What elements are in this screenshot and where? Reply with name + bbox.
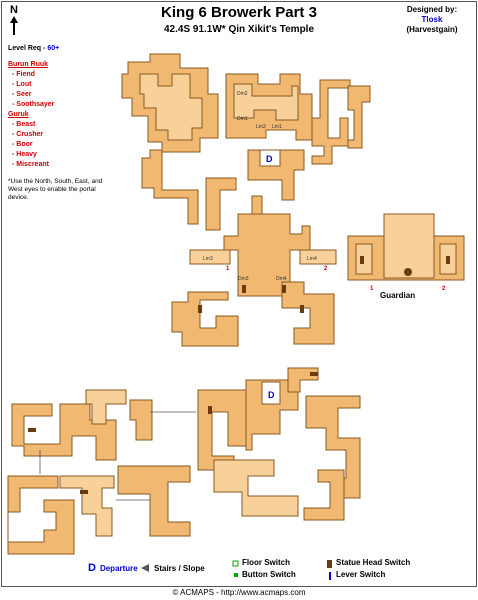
stairs-icon (141, 564, 149, 572)
departure-label: Departure (99, 563, 138, 573)
level-label: Level Req - (8, 45, 46, 52)
lower-southwest-inner (59, 475, 115, 537)
stairs-label: Stairs / Slope (154, 564, 205, 573)
central-hub (223, 213, 311, 297)
map-legend: D Departure Stairs / Slope Floor Switch … (0, 556, 478, 586)
upper-level (121, 53, 465, 347)
lower-south-chamber (117, 465, 191, 537)
legend-departure: D Departure (88, 562, 138, 574)
lower-right-room (281, 281, 335, 345)
map-label-dm2: Dm2 (237, 91, 248, 97)
hub-north-passage (251, 195, 263, 215)
guardian-number-2: 2 (442, 286, 446, 292)
lever-switch-label: Lever Switch (336, 570, 386, 579)
button-switch-icon (234, 573, 238, 577)
map-number-1: 1 (226, 266, 230, 272)
lower-southwest-chamber (7, 475, 75, 555)
copyright-footer: © ACMAPS - http://www.acmaps.com (172, 588, 306, 597)
legend-stairs: Stairs / Slope (154, 564, 205, 573)
legend-floor-switch: Floor Switch (242, 558, 290, 567)
guardian-statue-icon (404, 268, 412, 276)
lower-central-west (197, 389, 249, 471)
guardian-number-1: 1 (370, 286, 374, 292)
map-title: King 6 Browerk Part 3 (161, 4, 317, 21)
map-label-dm1: Dm1 (237, 116, 248, 122)
left-stair-corridor (205, 177, 237, 231)
lower-north-stair (287, 367, 319, 393)
connector-lines (39, 411, 196, 501)
map-label-lm3: Lm3 (203, 256, 213, 262)
mob-group-title: Guruk (8, 111, 29, 118)
departure-letter-upper: D (266, 154, 273, 164)
upper-right-corridor (311, 79, 351, 165)
wing-lm3 (189, 249, 231, 265)
statue-head-switch-icon (327, 560, 332, 568)
lower-west-spur (129, 399, 153, 441)
level-requirement: Level Req - 60+ (8, 45, 59, 52)
mob-item: - Seer (12, 91, 32, 98)
designer-server: (Harvestgain) (406, 25, 458, 34)
left-branch-corridor (141, 149, 199, 225)
floor-switch-label: Floor Switch (242, 558, 290, 567)
level-value: 60+ (47, 45, 60, 52)
designer-name: Tlosk (421, 15, 443, 24)
map-frame (1, 1, 477, 587)
lever-switch-icon (329, 572, 331, 580)
departure-marker-upper (259, 149, 281, 167)
mob-item: - Boor (12, 141, 33, 148)
statue-head-switch-icons (198, 256, 450, 313)
statue-switch-label: Statue Head Switch (336, 558, 411, 567)
legend-button-switch: Button Switch (242, 570, 296, 579)
mob-item: - Soothsayer (12, 101, 55, 108)
mob-item: - Beast (12, 121, 36, 128)
map-label-lm2: Lm2 (256, 124, 266, 130)
map-number-2: 2 (324, 266, 328, 272)
map-label-lm1: Lm1 (272, 124, 282, 130)
guardian-altar-area (383, 213, 435, 279)
departure-letter-lower: D (268, 390, 275, 400)
lower-west-corridor (11, 403, 117, 461)
map-label-dm4: Dm4 (276, 276, 287, 282)
lower-southeast-room (303, 469, 345, 521)
mob-item: - Lout (12, 81, 32, 88)
upper-middle-inner (233, 83, 299, 121)
designed-label: Designed by: (406, 5, 458, 14)
portal-note: *Use the North, South, East, and West ey… (8, 178, 103, 201)
map-label-dm3: Dm3 (238, 276, 249, 282)
map-label-lm4: Lm4 (307, 256, 317, 262)
statue-head-switch-icons-lower (28, 372, 318, 494)
mob-group-title: Burun Ruuk (8, 61, 49, 68)
upper-right-spur (347, 85, 371, 149)
mob-item: - Heavy (12, 151, 37, 158)
lower-south-central (213, 459, 299, 517)
map-subtitle: 42.4S 91.1W* Qin Xikit's Temple (163, 24, 315, 35)
north-arrow-icon (10, 16, 18, 35)
mob-list: Burun Ruuk - Fiend - Lout - Seer - Sooth… (8, 60, 54, 170)
departure-icon: D (88, 562, 96, 574)
designer-block: Designed by: Tlosk (Harvestgain) (392, 5, 472, 35)
lower-left-room (171, 291, 239, 347)
mob-item: - Miscreant (12, 161, 49, 168)
guardian-label: Guardian (380, 291, 416, 300)
floor-switch-icon (232, 560, 239, 567)
upper-left-inner (139, 73, 203, 141)
mob-item: - Crusher (12, 131, 44, 138)
north-label: N (10, 4, 18, 16)
departure-marker-lower (261, 381, 281, 405)
legend-statue-switch: Statue Head Switch (336, 558, 410, 567)
wing-lm4 (299, 249, 337, 265)
lower-level (7, 367, 361, 555)
lower-west-room (85, 389, 127, 425)
button-switch-label: Button Switch (242, 570, 296, 579)
legend-lever-switch: Lever Switch (336, 570, 385, 579)
mob-item: - Fiend (12, 71, 35, 78)
